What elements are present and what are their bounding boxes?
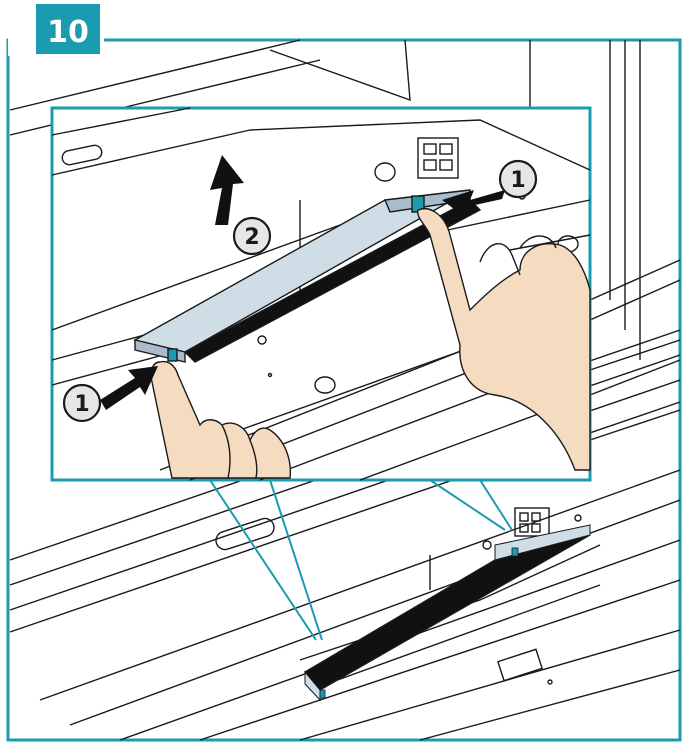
filter-panel-small xyxy=(303,524,591,702)
unit-edge xyxy=(309,584,601,691)
left-hand-shape xyxy=(150,360,292,479)
filter-edge xyxy=(304,670,321,702)
callout-circle xyxy=(62,383,102,423)
housing-corner xyxy=(269,39,411,102)
left-hand-finger xyxy=(249,439,258,479)
inset-terminal-slot xyxy=(439,143,453,155)
vent-grille xyxy=(497,648,543,682)
callout-label: 1 xyxy=(510,168,525,193)
rail xyxy=(419,669,681,741)
rail xyxy=(199,579,681,741)
screw xyxy=(547,679,553,685)
inset-knob xyxy=(374,162,396,182)
zoom-line xyxy=(209,479,317,641)
inset-terminal-slot xyxy=(423,143,437,155)
press-arrow-right xyxy=(442,190,505,215)
rail xyxy=(589,279,681,321)
screw xyxy=(574,514,582,522)
callout-label: 2 xyxy=(244,225,259,250)
inset-terminal-block xyxy=(417,137,459,179)
zoom-indicator xyxy=(209,479,513,641)
callout-press-left: 1 xyxy=(62,383,102,423)
inset-edge xyxy=(51,129,251,176)
zoom-line xyxy=(269,479,323,641)
callout-lift: 2 xyxy=(232,216,272,256)
callout-circle xyxy=(232,216,272,256)
terminal-block xyxy=(514,507,550,537)
right-hand xyxy=(417,208,591,471)
right-hand-shape xyxy=(417,208,591,471)
rail xyxy=(589,339,681,371)
step-number: 10 xyxy=(47,15,89,50)
inset-terminal-slot xyxy=(439,159,453,171)
callout-circle xyxy=(498,159,538,199)
illustration-frame xyxy=(6,38,682,742)
filter-clip xyxy=(511,547,519,557)
step-badge-box xyxy=(36,4,100,54)
inset-knob xyxy=(314,376,336,394)
housing-edge xyxy=(9,39,301,111)
inset-edge xyxy=(51,224,341,331)
inset-edge xyxy=(51,107,191,136)
inset-screw xyxy=(257,335,267,345)
lift-arrow xyxy=(210,155,244,225)
inset-terminal-slot xyxy=(423,159,437,171)
right-hand-finger xyxy=(479,243,521,276)
terminal-slot xyxy=(519,523,529,533)
inset-rail xyxy=(509,234,591,251)
arrow-left-icon xyxy=(442,190,505,215)
handle-slot xyxy=(215,517,275,551)
inset-handle xyxy=(61,144,103,166)
filter-clip xyxy=(319,689,326,699)
arrow-up-icon xyxy=(210,155,244,225)
zoom-line xyxy=(429,479,506,531)
rail xyxy=(589,259,681,301)
arrow-right-icon xyxy=(100,366,158,410)
filter-clip-left xyxy=(167,348,178,362)
detail-inset: 1 1 2 xyxy=(50,106,592,482)
inset-edge xyxy=(249,119,591,171)
terminal-slot xyxy=(519,512,529,522)
filter-panel-media xyxy=(183,199,482,363)
zoom-line xyxy=(479,479,513,531)
filter-panel xyxy=(133,189,482,363)
terminal-slot xyxy=(531,512,541,522)
callout-label: 1 xyxy=(74,392,89,417)
rail xyxy=(39,469,681,701)
filter-edge xyxy=(494,524,591,561)
inset-screw xyxy=(267,372,273,378)
left-hand-finger xyxy=(221,424,231,479)
rail xyxy=(589,359,681,396)
step-badge: 10 xyxy=(8,0,104,56)
callout-press-right: 1 xyxy=(498,159,538,199)
rail xyxy=(299,629,681,741)
rail xyxy=(589,409,681,441)
terminal-slot xyxy=(531,523,541,533)
press-arrow-left xyxy=(100,366,158,410)
filter-media xyxy=(303,534,591,691)
screw xyxy=(482,540,492,550)
left-hand xyxy=(150,360,292,479)
right-hand-finger xyxy=(519,235,557,249)
